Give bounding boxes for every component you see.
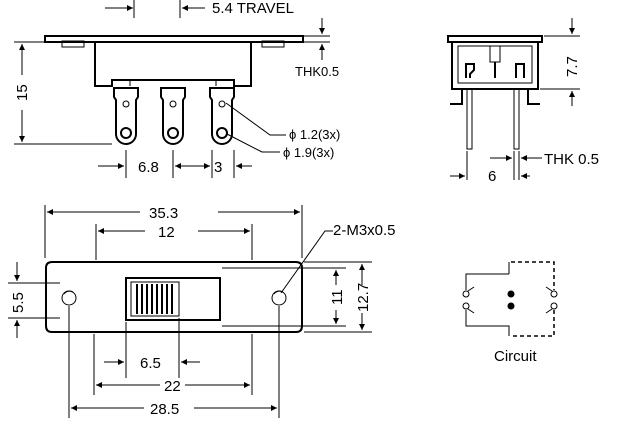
end-pin-right (513, 88, 520, 150)
end-body (451, 41, 539, 90)
top-body (45, 261, 303, 333)
travel-label: 5.4 TRAVEL (212, 0, 294, 17)
slot-frame (125, 277, 221, 321)
end-contact-right (515, 63, 525, 78)
end-contact-left (465, 63, 475, 78)
hole-spacing-label: 22 (164, 378, 181, 395)
hole-large-label: ϕ 1.9(3x) (283, 145, 334, 160)
end-tab-left (450, 89, 463, 105)
terminal-3 (209, 87, 235, 145)
mount-leader (280, 230, 333, 294)
circuit-right-top-wire (511, 261, 555, 290)
circuit-left-terminal-bottom (462, 302, 470, 310)
end-pin-left (466, 88, 473, 150)
length-label: 28.5 (150, 401, 179, 418)
top-plate (44, 35, 304, 43)
circuit-left-bottom-wire (465, 310, 510, 336)
hole-small-label: ϕ 1.2(3x) (289, 127, 340, 142)
side-body (94, 42, 252, 87)
outer-height-label: 12.7 (355, 283, 372, 312)
circuit-left-top-wire (465, 273, 509, 290)
circuit-right-ticks (545, 286, 553, 314)
circuit-common-bottom (507, 302, 515, 310)
hole-small-leader (225, 102, 286, 136)
circuit-right-terminal-bottom (550, 302, 558, 310)
plate-tab-right (261, 40, 285, 48)
left-height-label: 5.5 (10, 292, 27, 313)
overall-label: 35.3 (149, 205, 178, 222)
slot-label: 12 (158, 224, 175, 241)
mount-label: 2-M3x0.5 (333, 222, 396, 239)
pitch-label: 6.8 (138, 159, 159, 176)
circuit-diagram: Circuit (462, 261, 558, 365)
pin-gap-label: 3 (214, 159, 222, 176)
end-tab-right (527, 89, 540, 105)
end-height-label: 7.7 (564, 56, 581, 77)
mount-hole-right-thread (273, 290, 284, 295)
height-label: 15 (14, 84, 31, 101)
circuit-common-top (507, 290, 515, 298)
slider-ridges (136, 284, 173, 314)
plate-tab-left (61, 40, 85, 48)
terminal-2 (160, 87, 186, 145)
circuit-label: Circuit (494, 348, 537, 365)
end-width-label: 6 (488, 168, 496, 185)
slider-knob (130, 281, 180, 317)
side-view: 5.4 TRAVEL 15 (14, 0, 340, 178)
mount-hole-left-thread (63, 290, 74, 295)
end-view: 7.7 THK 0.5 6 (447, 18, 599, 185)
hole-large-leader (226, 133, 280, 153)
circuit-right-terminal-top (550, 290, 558, 298)
end-actuator (489, 45, 501, 63)
circuit-right-bottom-wire (511, 310, 555, 337)
thk-label: THK0.5 (295, 64, 339, 79)
top-view: 35.3 12 2-M3x0.5 (8, 205, 396, 418)
circuit-left-ticks (467, 286, 475, 314)
terminal-1 (113, 87, 139, 145)
circuit-left-terminal-top (462, 290, 470, 298)
inner-height-label: 11 (329, 289, 346, 305)
knob-label: 6.5 (140, 355, 161, 372)
end-thk-label: THK 0.5 (544, 151, 599, 168)
